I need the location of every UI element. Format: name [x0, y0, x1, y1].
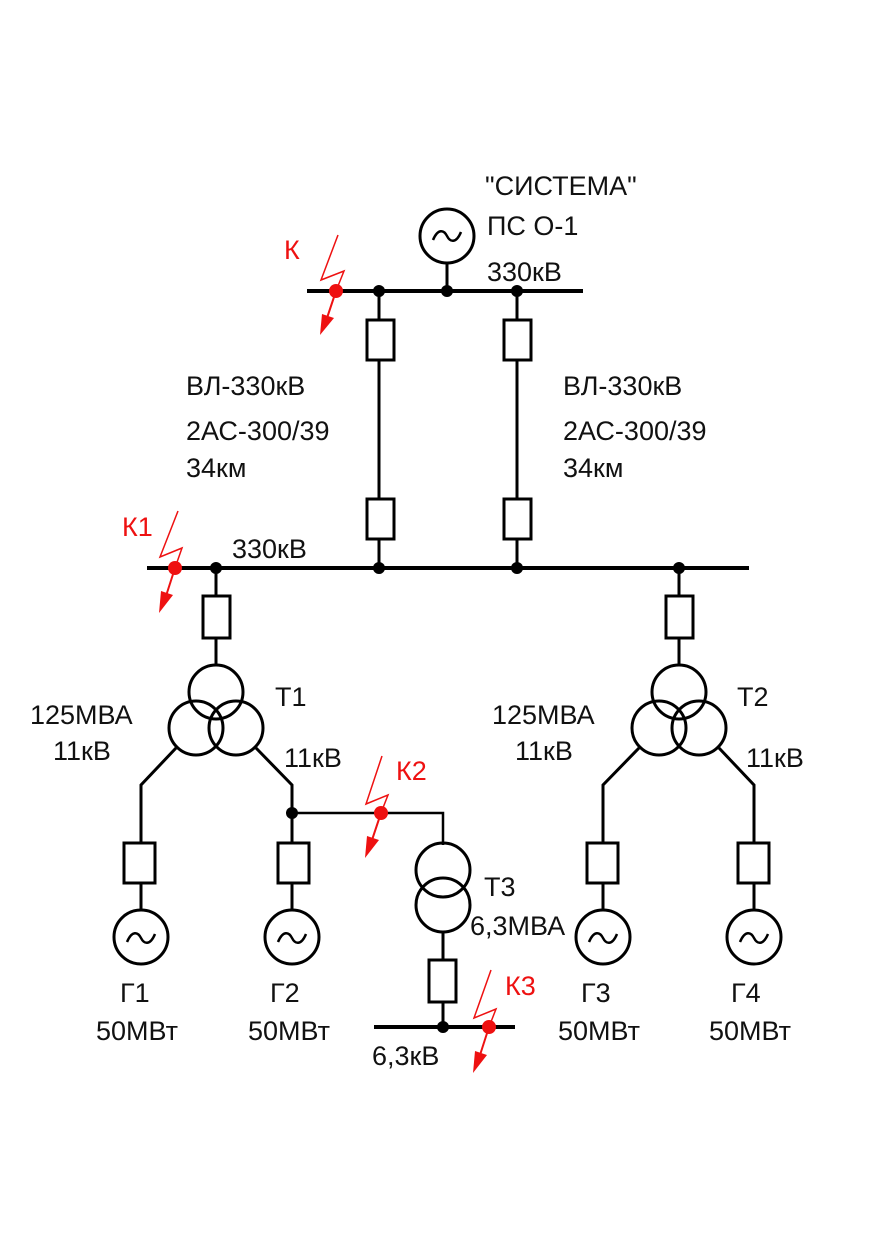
fault-label-k2: К2 — [396, 756, 427, 786]
fault-label-k1: К1 — [122, 512, 153, 542]
winding-lv1-icon — [630, 699, 688, 757]
t3-name: Т3 — [484, 872, 516, 902]
fault-point — [482, 1020, 496, 1034]
generator-g4 — [725, 841, 783, 966]
junction-dot — [437, 1021, 449, 1033]
lightning-bolt-icon — [319, 234, 346, 292]
upper-bus-voltage: 330кВ — [487, 257, 562, 287]
t1-power: 125МВА — [30, 700, 133, 730]
fault-point — [168, 561, 182, 575]
overhead-line-2 — [502, 291, 533, 568]
lightning-bolt-icon — [472, 969, 498, 1028]
line1-type: ВЛ-330кВ — [186, 371, 305, 401]
winding-hv-icon — [650, 663, 708, 721]
fault-label-k3: К3 — [505, 971, 536, 1001]
g3-power: 50МВт — [558, 1016, 640, 1046]
winding-lv1-icon — [167, 699, 225, 757]
junction-dot — [373, 562, 385, 574]
t1-name: Т1 — [275, 682, 307, 712]
fault-k1 — [158, 510, 184, 613]
t3-power: 6,3МВА — [470, 911, 565, 941]
fault-k — [319, 234, 346, 335]
winding-lv2-icon — [207, 699, 265, 757]
g3-name: Г3 — [581, 978, 611, 1008]
system-substation: ПС О-1 — [487, 211, 578, 241]
lightning-bolt-icon — [158, 510, 184, 569]
fault-arrow-icon — [320, 314, 334, 335]
breaker-icon — [664, 594, 695, 640]
breaker-icon — [122, 841, 157, 885]
winding-hv-icon — [187, 663, 245, 721]
sine-wave-icon — [276, 932, 308, 944]
g4-power: 50МВт — [709, 1016, 791, 1046]
line2-length: 34км — [563, 453, 623, 483]
t1-lv-right: 11кВ — [284, 743, 342, 773]
lower-bus-voltage: 330кВ — [232, 534, 307, 564]
bus-6-3kv-voltage: 6,3кВ — [372, 1041, 439, 1071]
g1-power: 50МВт — [96, 1016, 178, 1046]
g2-name: Г2 — [270, 978, 300, 1008]
breaker-icon — [502, 318, 533, 362]
breaker-icon — [736, 841, 771, 885]
sine-wave-icon — [125, 932, 157, 944]
generator-g2 — [263, 841, 321, 966]
line2-conductor: 2АС-300/39 — [563, 416, 707, 446]
junction-dot — [441, 285, 453, 297]
generator-g3 — [574, 841, 632, 966]
generator-g1 — [112, 841, 170, 966]
breaker-icon — [365, 497, 396, 541]
t2-lv-right: 11кВ — [746, 743, 804, 773]
system-name: "СИСТЕМА" — [485, 171, 637, 201]
winding-hv-icon — [414, 841, 472, 899]
breaker-icon — [427, 958, 458, 1004]
system-source — [418, 207, 476, 291]
breaker-icon — [276, 841, 311, 885]
breaker-icon — [585, 841, 620, 885]
fault-k3 — [472, 969, 498, 1073]
t2-lv-left: 11кВ — [515, 736, 573, 766]
fault-point — [329, 284, 343, 298]
transformer-t2 — [601, 568, 756, 843]
transformer-t1 — [139, 568, 294, 843]
line2-type: ВЛ-330кВ — [563, 371, 682, 401]
t1-lv-left: 11кВ — [53, 736, 111, 766]
junction-dot — [511, 562, 523, 574]
breaker-icon — [365, 318, 396, 362]
winding-lv2-icon — [670, 699, 728, 757]
breaker-icon — [201, 594, 232, 640]
breaker-icon — [502, 497, 533, 541]
t3-feeder — [292, 811, 445, 845]
fault-label-k: К — [284, 235, 300, 265]
overhead-line-1 — [365, 291, 396, 568]
line1-conductor: 2АС-300/39 — [186, 416, 330, 446]
fault-arrow-icon — [159, 591, 173, 613]
fault-arrow-icon — [473, 1051, 487, 1073]
g4-name: Г4 — [731, 978, 761, 1008]
transformer-t3 — [414, 841, 472, 1027]
fault-point — [374, 806, 388, 820]
fault-arrow-icon — [365, 836, 379, 858]
t2-power: 125МВА — [492, 700, 595, 730]
lightning-bolt-icon — [364, 755, 390, 814]
sine-wave-icon — [587, 932, 619, 944]
fault-k2 — [364, 755, 390, 858]
g1-name: Г1 — [120, 978, 150, 1008]
g2-power: 50МВт — [248, 1016, 330, 1046]
sine-wave-icon — [738, 932, 770, 944]
t2-name: Т2 — [737, 682, 769, 712]
sine-wave-icon — [431, 230, 463, 242]
line1-length: 34км — [186, 453, 246, 483]
winding-lv-icon — [414, 876, 472, 934]
